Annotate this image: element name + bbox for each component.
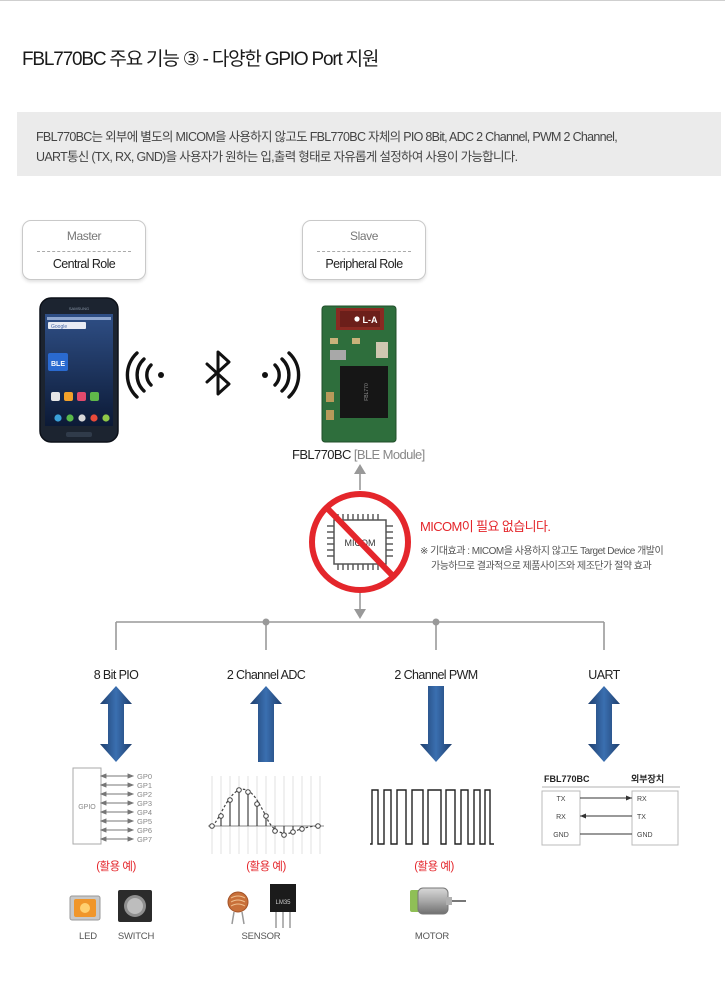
micom-headline: MICOM이 필요 없습니다. [420,519,551,534]
phone-brand: SAMSUNG [69,306,89,311]
gpio-pin-4: GP4 [137,808,152,817]
uart-diagram: FBL770BC 외부장치 TX RX GND RX TX GND [541,773,680,846]
junction-dot [432,618,440,626]
uart-bidirectional-arrow [588,686,620,762]
description-line-2: UART통신 (TX, RX, GND)을 사용자가 원하는 입,출력 형태로 … [36,150,518,164]
category-adc-label: 2 Channel ADC [226,668,306,682]
example-label-adc: (활용 예) [246,861,286,873]
temperature-sensor-icon: LM35 [270,884,296,928]
page-title: FBL770BC 주요 기능 ③ - 다양한 GPIO Port 지원 [22,49,379,70]
gpio-pin-5: GP5 [137,817,152,826]
motor-icon [410,887,466,915]
adc-waveform [208,776,324,854]
category-pwm-label: 2 Channel PWM [394,668,478,682]
module-sub: [BLE Module] [353,447,425,462]
arrow-up-module [354,464,366,474]
gpio-block-label: GPIO [78,804,96,811]
uart-right-pin-gnd: GND [637,832,653,839]
sensor-chip-label: LM35 [275,900,291,906]
smartphone-icon: Google BLE SAMSUNG [39,297,119,443]
description-line-1: FBL770BC는 외부에 별도의 MICOM을 사용하지 않고도 FBL770… [36,130,618,144]
photo-sensor-icon [227,891,249,925]
uart-left-title: FBL770BC [544,774,590,784]
category-uart-label: UART [588,668,620,682]
led-label: LED [79,931,97,942]
gpio-pin-7: GP7 [137,835,152,844]
master-label: Master [66,229,102,243]
micom-note-line-1: ※ 기대효과 : MICOM을 사용하지 않고도 Target Device 개… [420,546,664,557]
signal-wave-left-icon [125,351,164,399]
slave-divider [317,251,411,252]
uart-left-pin-gnd: GND [553,832,569,839]
phone-search-text: Google [51,324,67,330]
description-box [17,112,721,176]
motor-label: MOTOR [414,931,450,942]
gpio-pin-0: GP0 [137,772,152,781]
bluetooth-icon [205,350,231,396]
signal-wave-right-icon [262,351,301,399]
uart-left-pin-tx: TX [557,796,566,803]
gpio-pin-3: GP3 [137,799,152,808]
uart-right-title: 외부장치 [631,773,664,784]
uart-right-pin-rx: RX [637,796,647,803]
led-icon [69,895,101,921]
ble-module-board: L-A FBL770 [321,305,397,443]
master-divider [37,251,131,252]
uart-right-pin-tx: TX [637,814,646,821]
master-role-box: Master Central Role [22,220,146,280]
phone-app-label: BLE [51,361,65,368]
svg-text:FBL770: FBL770 [364,383,370,401]
gpio-pin-2: GP2 [137,790,152,799]
category-pio-label: 8 Bit PIO [93,668,139,682]
module-label: FBL770BC [BLE Module] [292,447,425,462]
arrow-down-ports [354,609,366,619]
no-micom-icon: MICOM [309,491,411,593]
switch-icon [118,890,152,922]
adc-up-arrow [250,686,282,762]
gpio-pin-6: GP6 [137,826,152,835]
pwm-down-arrow [420,686,452,762]
switch-label: SWITCH [117,931,155,942]
uart-left-pin-rx: RX [556,814,566,821]
junction-dot [262,618,270,626]
pio-bidirectional-arrow [100,686,132,762]
gpio-pin-1: GP1 [137,781,152,790]
connector-lines [115,472,605,650]
example-label-pio: (활용 예) [96,861,136,873]
central-role-label: Central Role [52,257,116,271]
sensor-label: SENSOR [241,931,281,942]
slave-label: Slave [349,229,379,243]
board-chip-label: L-A [363,315,378,325]
micom-note-line-2: 가능하므로 결과적으로 제품사이즈와 제조단가 절약 효과 [431,561,652,572]
module-name: FBL770BC [292,447,351,462]
pwm-waveform [370,789,494,845]
gpio-diagram: GPIO GP0 GP1 GP2 GP3 GP4 GP5 GP6 GP7 [72,767,152,845]
example-label-pwm: (활용 예) [414,861,454,873]
peripheral-role-label: Peripheral Role [325,257,403,271]
slave-role-box: Slave Peripheral Role [302,220,426,280]
top-divider [0,0,725,1]
